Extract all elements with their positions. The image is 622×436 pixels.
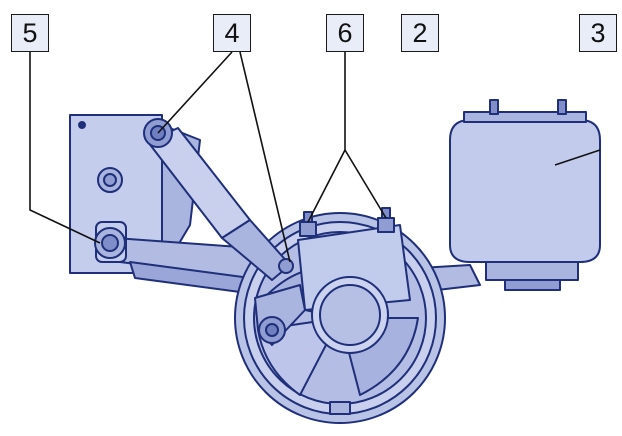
leader-3 — [554, 149, 601, 166]
leader-6a — [307, 149, 346, 223]
callout-2: 2 — [401, 14, 439, 52]
pivot-bushing — [94, 221, 127, 263]
leader-5 — [29, 52, 101, 244]
callout-6: 6 — [326, 14, 364, 52]
callout-3: 3 — [579, 14, 617, 52]
air-spring — [449, 99, 601, 291]
axle-body — [297, 224, 411, 354]
shock-absorber — [143, 118, 294, 281]
callout-4: 4 — [213, 14, 251, 52]
brake-lever — [254, 284, 306, 346]
leader-4a — [157, 51, 233, 134]
callout-5: 5 — [11, 14, 49, 52]
leader-6b — [344, 149, 387, 219]
leader-lines — [29, 51, 601, 263]
leader-4b — [239, 51, 291, 263]
